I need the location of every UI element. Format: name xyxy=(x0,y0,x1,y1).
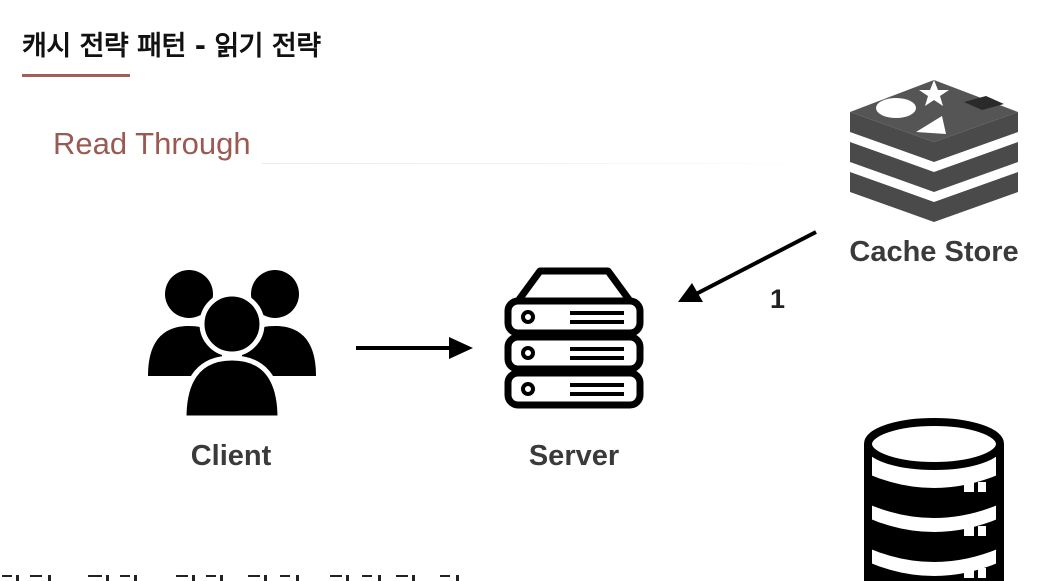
footer-text-cutoff xyxy=(2,575,459,581)
cache-store-label: Cache Store xyxy=(849,236,1019,268)
title-underline xyxy=(22,74,130,77)
subtitle-divider xyxy=(262,163,822,164)
server-rack-icon xyxy=(504,267,644,409)
users-group-icon xyxy=(148,270,316,420)
arrow-cache-to-server xyxy=(678,230,817,302)
database-icon xyxy=(864,418,1004,581)
edge-label-1: 1 xyxy=(770,284,786,314)
server-label: Server xyxy=(528,440,620,472)
redis-stack-icon xyxy=(850,80,1018,222)
client-label: Client xyxy=(190,440,272,472)
slide-subtitle: Read Through xyxy=(53,126,251,161)
arrow-client-to-server xyxy=(356,337,473,359)
slide-title: 캐시 전략 패턴 - 읽기 전략 xyxy=(22,31,321,62)
